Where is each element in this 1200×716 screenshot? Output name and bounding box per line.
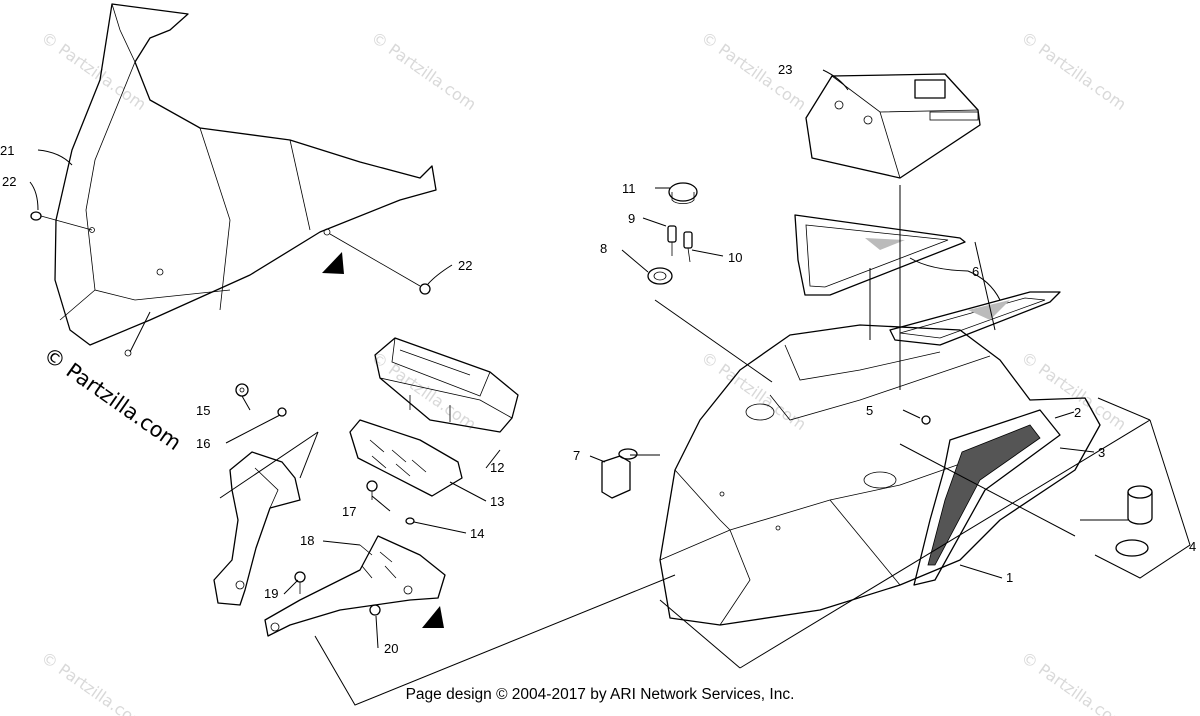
- callout-3: 3: [1098, 445, 1105, 460]
- callout-6: 6: [972, 264, 979, 279]
- hardware-15: [235, 383, 249, 397]
- callout-10: 10: [728, 250, 742, 265]
- fastener-5: [921, 415, 931, 425]
- callout-2: 2: [1074, 405, 1081, 420]
- hardware-20: [369, 604, 381, 616]
- callout-20: 20: [384, 641, 398, 656]
- callout-23: 23: [778, 62, 792, 77]
- hardware-16: [277, 407, 287, 417]
- hardware-19: [294, 571, 306, 594]
- windshield: [54, 3, 437, 357]
- hardware-14: [405, 517, 415, 525]
- storage-box: [805, 73, 981, 179]
- callout-9: 9: [628, 211, 635, 226]
- callout-21: 21: [0, 143, 14, 158]
- key: [667, 225, 677, 256]
- power-outlet: [1115, 485, 1153, 557]
- callout-14: 14: [470, 526, 484, 541]
- callout-18: 18: [300, 533, 314, 548]
- lower-bracket: [264, 535, 446, 637]
- ignition-cap: [668, 182, 698, 205]
- gauge-assembly: [374, 337, 519, 433]
- hardware-17: [366, 480, 378, 500]
- vent-grille-lower: [889, 291, 1061, 346]
- windshield-screw-left: [30, 211, 93, 231]
- watermark: © Partzilla.com: [38, 648, 150, 716]
- callouts: 21 22 22 23 11 9 10 8 6 5 2 3 4 1 7 15 1…: [0, 62, 1196, 656]
- watermark: © Partzilla.com: [1018, 348, 1130, 434]
- callout-7: 7: [573, 448, 580, 463]
- callout-22-right: 22: [458, 258, 472, 273]
- page-footer-copyright: Page design © 2004-2017 by ARI Network S…: [405, 686, 795, 703]
- watermark: © Partzilla.com: [1018, 648, 1130, 716]
- mount-bracket: [213, 451, 301, 606]
- vent-grille-upper: [794, 214, 966, 296]
- callout-15: 15: [196, 403, 210, 418]
- callout-16: 16: [196, 436, 210, 451]
- callout-12: 12: [490, 460, 504, 475]
- key-spare: [683, 231, 693, 263]
- callout-22-left: 22: [2, 174, 16, 189]
- callout-11: 11: [622, 181, 636, 196]
- callout-8: 8: [600, 241, 607, 256]
- watermark: © Partzilla.com: [368, 28, 480, 114]
- watermark: © Partzilla.com: [698, 28, 810, 114]
- direction-arrow: [422, 606, 444, 628]
- hood-side-graphic: [913, 409, 1061, 586]
- callout-1: 1: [1006, 570, 1013, 585]
- accessory-socket: [601, 448, 638, 499]
- callout-4: 4: [1189, 539, 1196, 554]
- watermark-dark: © Partzilla.com: [39, 342, 186, 455]
- gauge-bracket: [349, 419, 463, 497]
- direction-arrow: [322, 252, 344, 274]
- callout-13: 13: [490, 494, 504, 509]
- watermark: © Partzilla.com: [368, 348, 480, 434]
- watermarks: © Partzilla.com © Partzilla.com © Partzi…: [38, 28, 1130, 716]
- callout-17: 17: [342, 504, 356, 519]
- watermark: © Partzilla.com: [38, 28, 150, 114]
- callout-19: 19: [264, 586, 278, 601]
- leader-lines: [29, 69, 1191, 706]
- ignition-nut: [647, 267, 673, 285]
- windshield-screw-right: [329, 233, 431, 295]
- callout-5: 5: [866, 403, 873, 418]
- watermark: © Partzilla.com: [1018, 28, 1130, 114]
